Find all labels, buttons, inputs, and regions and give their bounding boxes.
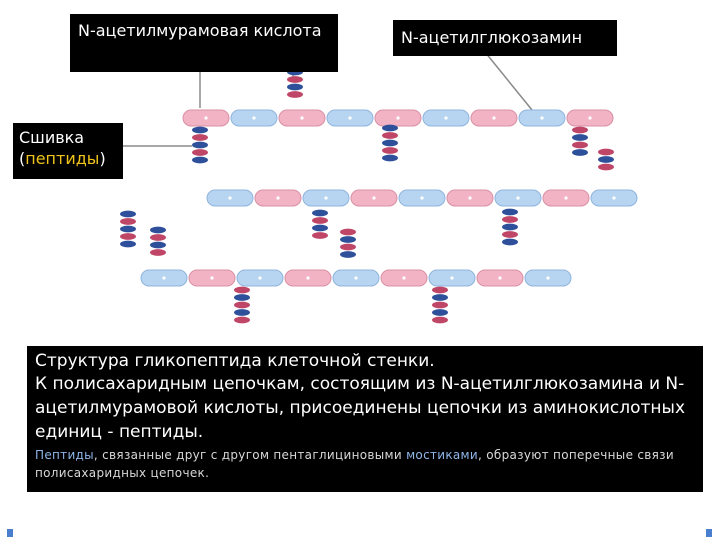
label-n-acetylmuramic-acid: N-ацетилмурамовая кислота [70,14,338,72]
peptide-bead [150,226,166,234]
sugar-dot [612,196,616,200]
caption-title: Структура гликопептида клеточной стенки. [35,351,435,371]
peptide-bead [120,225,136,233]
peptide-bead [340,243,356,251]
peptide-bead [598,148,614,156]
peptide-bead [234,286,250,294]
sugar-dot [354,276,358,280]
peptide-bead [340,251,356,258]
peptide-bead [120,233,136,240]
sugar-dot [162,276,166,280]
peptide-bead [382,147,398,154]
sugar-dot [546,276,550,280]
note-text-1: , связанные друг с другом пентаглициновы… [93,448,407,462]
sugar-dot [468,196,472,200]
peptide-bead [502,231,518,238]
peptide-bead [502,238,518,246]
peptide-bead [572,134,588,141]
peptide-bead [598,156,614,163]
note-highlight-peptides: Пептиды [35,448,94,462]
peptide-bead [192,149,208,156]
peptide-bead [432,286,448,294]
sugar-dot [420,196,424,200]
peptide-bead [572,141,588,149]
crosslink-highlight: пептиды [25,149,100,168]
peptide-stacks [120,68,614,324]
caption-main-text: К полисахаридным цепочкам, состоящим из … [35,374,686,442]
peptide-bead [598,163,614,171]
sugar-dot [450,276,454,280]
peptide-bead [382,154,398,162]
peptide-bead [382,124,398,132]
peptide-bead [340,228,356,236]
peptide-bead [382,132,398,139]
peptide-bead [312,209,328,217]
peptide-bead [234,309,250,316]
corner-marker-left [7,529,13,537]
sugar-dot [276,196,280,200]
peptide-bead [312,232,328,239]
peptide-bead [287,91,303,98]
peptide-bead [192,156,208,164]
peptide-bead [572,126,588,134]
corner-marker-right [706,529,712,537]
peptide-bead [287,76,303,83]
peptide-bead [234,301,250,309]
peptide-bead [150,249,166,256]
peptide-bead [432,294,448,301]
peptide-bead [120,240,136,248]
label-n-acetylglucosamine: N-ацетилглюкозамин [393,20,617,56]
peptide-bead [432,316,448,324]
sugar-dot [210,276,214,280]
note-text-2: , образуют поперечные связи полисахаридн… [35,448,674,480]
sugar-dot [306,276,310,280]
peptide-bead [192,141,208,149]
peptide-bead [234,294,250,301]
sugar-dot [492,116,496,120]
sugar-dot [588,116,592,120]
peptide-bead [432,309,448,316]
peptide-bead [312,217,328,224]
peptide-bead [120,210,136,218]
peptide-bead [312,224,328,232]
sugar-dot [396,116,400,120]
peptide-bead [287,83,303,91]
peptide-bead [502,208,518,216]
sugar-dot [204,116,208,120]
sugar-dot [300,116,304,120]
peptide-bead [572,149,588,156]
sugar-dot [252,116,256,120]
sugar-dot [402,276,406,280]
note-highlight-bridges: мостиками [406,448,479,462]
leader-line [484,51,533,111]
crosslink-text: Сшивка ( [19,128,85,168]
sugar-dot [372,196,376,200]
peptide-bead [192,134,208,141]
sugar-dot [444,116,448,120]
sugar-dot [516,196,520,200]
sugar-dot [498,276,502,280]
sugar-dot [564,196,568,200]
caption-note: Пептиды, связанные друг с другом пентагл… [35,446,695,482]
peptide-bead [192,126,208,134]
peptide-bead [432,301,448,309]
sugar-dot [228,196,232,200]
peptide-bead [234,316,250,324]
peptide-bead [502,216,518,223]
peptide-bead [340,236,356,243]
sugar-dot [540,116,544,120]
caption-box: Структура гликопептида клеточной стенки.… [27,346,703,492]
peptide-bead [502,223,518,231]
crosslink-suffix: ) [99,149,106,168]
peptide-bead [382,139,398,147]
peptide-bead [120,218,136,225]
sugar-dot [348,116,352,120]
peptide-bead [150,234,166,241]
glycan-chains [140,109,638,287]
sugar-dot [324,196,328,200]
sugar-dot [258,276,262,280]
peptide-bead [150,241,166,249]
label-crosslink-peptides: Сшивка (пептиды) [13,123,123,179]
